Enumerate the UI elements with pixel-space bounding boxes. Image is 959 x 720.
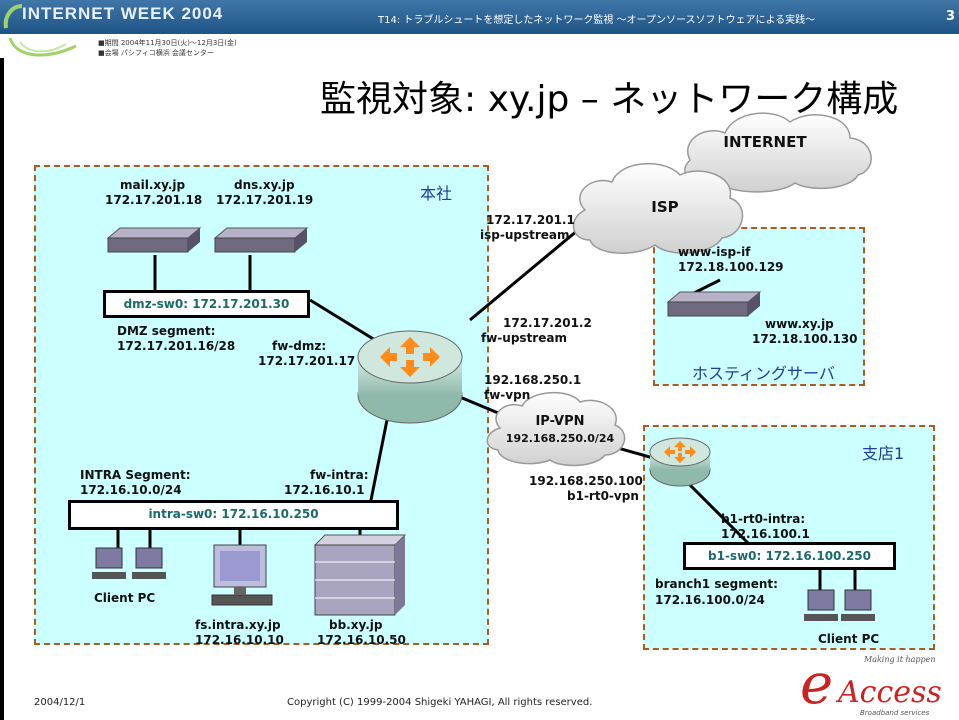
page-number: 3 [945,9,955,24]
fw-upstream-label: fw-upstream [481,331,567,345]
fw-upstream-ip: 172.17.201.2 [503,316,592,330]
header-banner: INTERNET WEEK 2004 T14: トラブルシュートを想定したネット… [0,0,959,34]
bb-server-icon [313,534,407,616]
dmz-segment-net: 172.17.201.16/28 [117,339,236,353]
b1-vpn-ip: 192.168.250.100 [529,474,643,488]
isp-upstream-ip: 172.17.201.1 [486,213,575,227]
fw-intra-label: fw-intra: [310,468,369,482]
footer-date: 2004/12/1 [34,697,86,708]
cloud-ipvpn-network: 192.168.250.0/24 [505,432,615,445]
mail-server-icon [106,227,202,253]
fw-vpn-ip: 192.168.250.1 [484,373,582,387]
bb-host-ip: 172.16.10.50 [317,633,406,647]
event-logo-text: INTERNET WEEK 2004 [22,4,224,23]
fw-dmz-label: fw-dmz: [272,339,327,353]
footer-copyright: Copyright (C) 1999-2004 Shigeki YAHAGI, … [287,697,593,708]
www-server-icon [666,291,762,317]
b1-intra-ip: 172.16.100.1 [721,527,810,541]
branch-client-pc-icon [804,589,875,621]
mail-host-ip: 172.17.201.18 [105,193,203,207]
mail-host-name: mail.xy.jp [120,178,186,192]
b1-vpn-label: b1-rt0-vpn [567,489,639,503]
zone-honsha-title: 本社 [420,184,453,203]
branch-router-icon [649,437,711,487]
logo-e: e [800,652,834,717]
zone-branch-title: 支店1 [862,444,905,463]
fw-vpn-label: fw-vpn [484,388,531,402]
fs-host-name: fs.intra.xy.jp [195,618,281,632]
isp-upstream-label: isp-upstream [480,228,570,242]
firewall-router-icon [357,330,463,424]
www-isp-if-label: www-isp-if [678,245,751,259]
dmz-segment-label: DMZ segment: [117,324,216,338]
cloud-ipvpn-label: IP-VPN [535,414,585,429]
switch-dmz: dmz-sw0: 172.17.201.30 [103,290,310,318]
client-pc-label: Client PC [94,591,156,605]
b1-intra-label: b1-rt0-intra: [721,512,806,526]
event-venue: ■会場 パシフィコ横浜 会議センター [98,49,214,57]
intra-segment-label: INTRA Segment: [80,468,191,482]
fw-intra-ip: 172.16.10.1 [284,483,365,497]
eaccess-logo: Making it happen e Access Broadband serv… [800,655,959,720]
bb-host-name: bb.xy.jp [329,618,383,632]
dns-host-name: dns.xy.jp [234,178,295,192]
zone-hosting-title: ホスティングサーバ [692,364,835,383]
logo-access: Access [838,675,942,710]
intra-segment-net: 172.16.10.0/24 [80,483,182,497]
cloud-isp-icon [572,163,744,254]
branch-segment-net: 172.16.100.0/24 [655,593,765,607]
dns-host-ip: 172.17.201.19 [216,193,314,207]
logo-tagline: Making it happen [864,655,936,664]
cloud-isp-label: ISP [651,198,679,216]
left-rule [0,58,4,720]
slide-title: 監視対象: xy.jp – ネットワーク構成 [320,79,899,120]
fs-host-ip: 172.16.10.10 [195,633,284,647]
cloud-ipvpn-icon [486,391,626,467]
www-host-ip: 172.18.100.130 [752,332,858,346]
swirl-decoration-icon [8,37,77,57]
session-topic: T14: トラブルシュートを想定したネットワーク監視 ～オープンソースソフトウェ… [378,15,816,26]
fw-dmz-ip: 172.17.201.17 [258,354,356,368]
branch-segment-label: branch1 segment: [655,577,778,591]
dns-server-icon [213,227,309,253]
cloud-internet-label: INTERNET [723,133,807,151]
www-isp-if-ip: 172.18.100.129 [678,260,784,274]
client-pc-icon [92,547,166,579]
switch-branch: b1-sw0: 172.16.100.250 [683,542,896,570]
branch-client-pc-label: Client PC [818,632,880,646]
www-host-name: www.xy.jp [765,317,834,331]
swirl-logo-icon [3,4,23,29]
logo-subtitle: Broadband services [860,709,930,717]
event-dates: ■期間 2004年11月30日(火)～12月3日(金) [98,39,237,47]
fs-workstation-icon [211,544,273,606]
switch-intra: intra-sw0: 172.16.10.250 [68,500,399,530]
